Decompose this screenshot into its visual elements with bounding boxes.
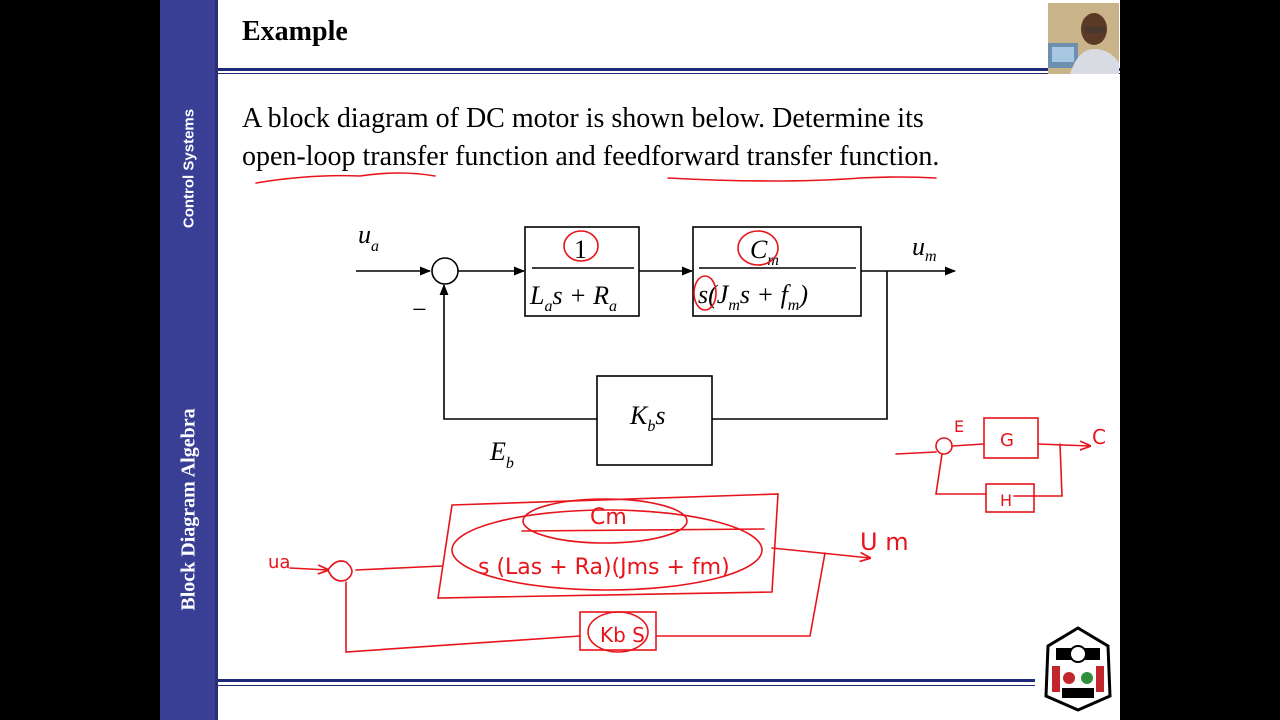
slide-title: Example (242, 16, 348, 47)
cm-circle (522, 498, 688, 544)
underline-feedforward (667, 176, 937, 182)
sketch-summing (935, 437, 953, 455)
annot-input: ua (268, 552, 290, 573)
input-label: ua (358, 220, 379, 255)
header-rule-thin (218, 73, 1120, 74)
sidebar: Control Systems Block Diagram Algebra (160, 0, 218, 720)
sketch-input-line (895, 451, 937, 455)
sketch-forward-line (951, 443, 985, 447)
sketch-return-line (1013, 443, 1063, 497)
back-emf-block (596, 375, 713, 466)
output-label: um (912, 232, 937, 265)
feedback-path-line (439, 283, 597, 420)
combined-fb-line (345, 581, 581, 653)
annot-c: C (1092, 425, 1106, 449)
annot-h: H (1000, 491, 1012, 510)
combined-output-arrow (771, 547, 870, 558)
summing-junction (431, 257, 459, 285)
circle-numerator (563, 230, 599, 262)
combined-block-outline (437, 493, 779, 599)
footer-rule-thin (218, 685, 1035, 686)
mechanical-numerator: Cm (750, 235, 779, 269)
header-rule-thick (218, 68, 1120, 71)
feedback-signal-label: Eb (489, 437, 514, 472)
sketch-g-block (983, 417, 1039, 459)
university-emblem (1038, 626, 1118, 714)
combined-block-loop (451, 509, 763, 591)
armature-numerator: 1 (574, 235, 587, 264)
handwritten-annotations (255, 172, 1090, 653)
back-emf-gain: Kbs (629, 401, 665, 435)
problem-line-1: A block diagram of DC motor is shown bel… (242, 103, 924, 134)
sketch-fb-line (935, 453, 987, 495)
kb-circle (587, 611, 649, 653)
footer-rule-thick (218, 679, 1035, 682)
armature-denominator: Las + Ra (529, 281, 617, 315)
combined-return-line (656, 552, 826, 637)
annot-output: U m (860, 528, 909, 556)
annot-cm: Cm (590, 505, 627, 530)
annot-kbs: Kb S (600, 623, 645, 647)
combined-forward-line (355, 565, 443, 571)
presenter-photo (1048, 3, 1119, 74)
block-diagram: ua um − Eb 1 Las + Ra Cm s(Jms + fm) Kbs (255, 172, 1106, 653)
problem-line-2: open-loop transfer function and feedforw… (242, 141, 940, 172)
combined-input-arrow (289, 568, 328, 570)
annot-denominator: s (Las + Ra)(Jms + fm) (478, 555, 730, 580)
minus-sign: − (412, 295, 427, 324)
sketch-output-arrow (1037, 444, 1090, 446)
feedback-return-line (712, 271, 888, 420)
problem-statement: A block diagram of DC motor is shown bel… (242, 100, 1102, 176)
circle-s (693, 275, 717, 311)
annot-e: E (954, 417, 964, 436)
slide: Control Systems Block Diagram Algebra Ex… (160, 0, 1120, 720)
combined-summing-junction (327, 560, 353, 582)
combined-fraction-bar (521, 528, 765, 532)
underline-open-loop (255, 172, 436, 184)
circle-cm (737, 230, 779, 266)
mechanical-denominator: s(Jms + fm) (698, 280, 808, 314)
sketch-h-block (985, 483, 1035, 513)
annot-g: G (1000, 430, 1014, 451)
